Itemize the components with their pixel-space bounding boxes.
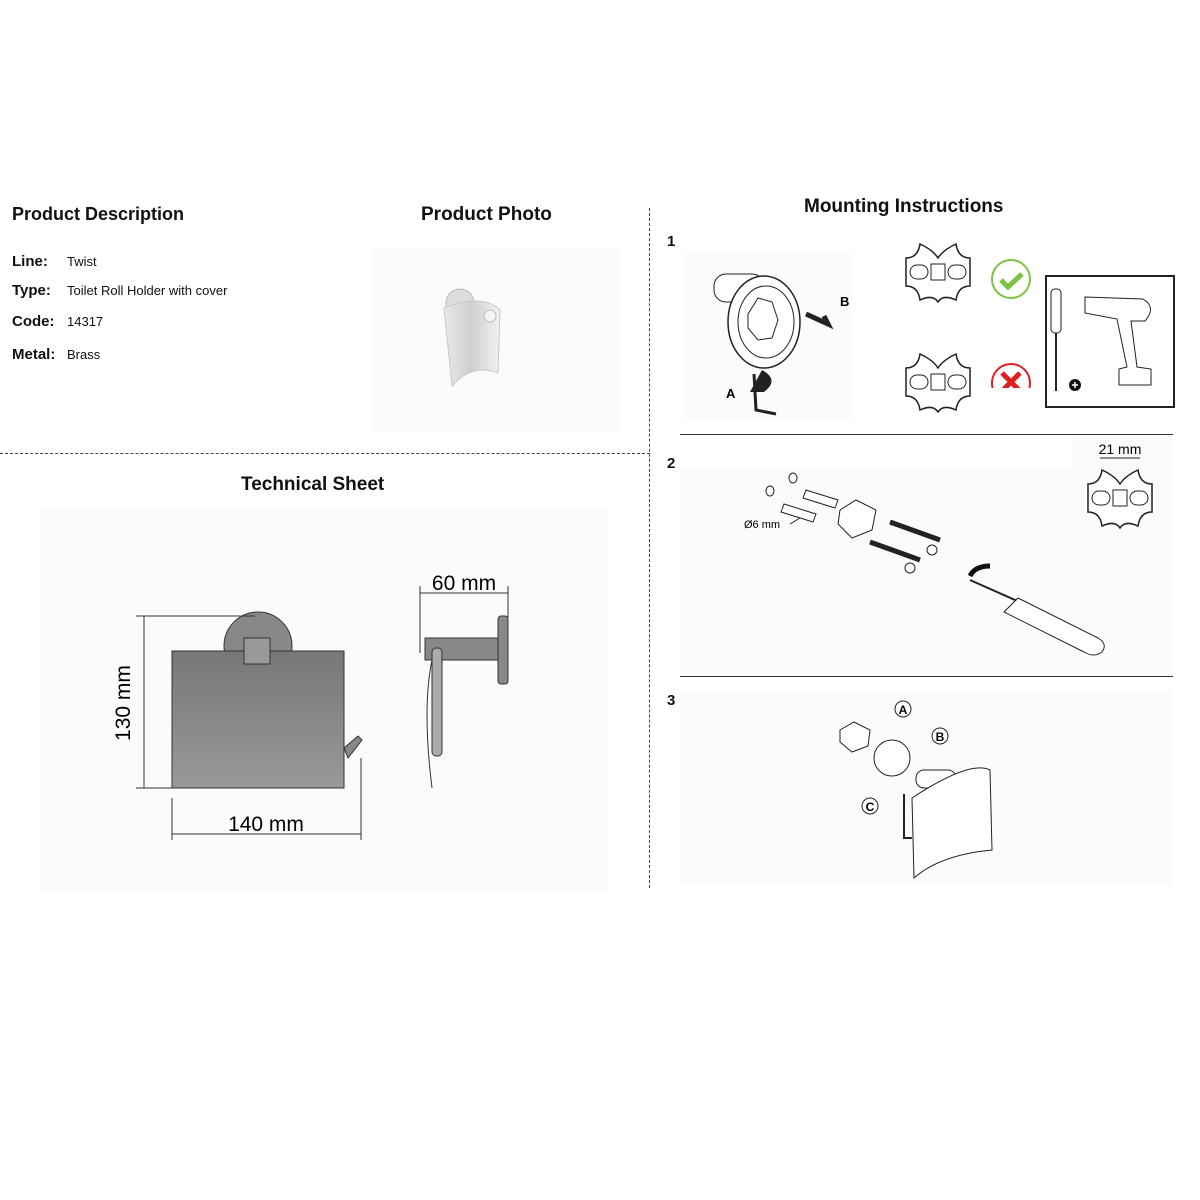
- technical-drawing: 130 mm 140 mm 60 mm: [40, 508, 608, 894]
- field-metal: Metal: Brass: [12, 346, 100, 364]
- plate-wrong-icon: [905, 352, 971, 414]
- technical-sheet-title: Technical Sheet: [241, 474, 385, 495]
- drill-diameter-label: Ø6 mm: [744, 519, 780, 531]
- label-a: A: [726, 386, 736, 401]
- screwdriver-drill-icon: [1050, 288, 1152, 391]
- step3-assembly: A B C: [680, 690, 1173, 885]
- check-icon: [991, 259, 1031, 299]
- field-value: Twist: [67, 254, 97, 269]
- product-photo-title: Product Photo: [421, 204, 552, 225]
- cross-icon: [991, 363, 1031, 388]
- step-number: 3: [667, 692, 676, 709]
- product-photo: [372, 248, 620, 432]
- field-value: 14317: [67, 314, 104, 329]
- spacing-detail: 21 mm: [1072, 436, 1173, 536]
- label-c: C: [866, 800, 875, 814]
- disassembly-drawing: B A: [713, 273, 849, 416]
- orientation-marks: [991, 259, 1031, 388]
- plate-orientation-diagrams: [905, 242, 971, 414]
- field-code: Code: 14317: [12, 313, 103, 331]
- wall-fixing-drawing: Ø6 mm: [744, 472, 1105, 656]
- step1-disassembly: B A: [684, 252, 852, 420]
- label-b: B: [936, 730, 945, 744]
- label-b: B: [840, 294, 849, 309]
- field-value: Toilet Roll Holder with cover: [67, 283, 228, 298]
- step-separator: [680, 676, 1173, 677]
- field-label: Code:: [12, 313, 55, 330]
- field-type: Type: Toilet Roll Holder with cover: [12, 282, 227, 300]
- mounting-title: Mounting Instructions: [804, 196, 1004, 217]
- tools-box: [1045, 275, 1175, 408]
- step-number: 2: [667, 455, 676, 472]
- field-label: Line:: [12, 253, 48, 270]
- plate-correct-icon: [905, 242, 971, 304]
- field-line: Line: Twist: [12, 253, 97, 271]
- assembly-drawing: A B C: [839, 700, 993, 880]
- spacing-label: 21 mm: [1099, 441, 1142, 457]
- plate-spacing-drawing: 21 mm: [1087, 441, 1153, 530]
- field-label: Metal:: [12, 346, 56, 363]
- dim-depth-label: 60 mm: [432, 572, 496, 595]
- dimension-drawing: 130 mm 140 mm 60 mm: [112, 572, 509, 840]
- dim-width-label: 140 mm: [228, 813, 304, 836]
- vertical-divider: [649, 208, 650, 888]
- product-description-title: Product Description: [12, 204, 185, 224]
- dim-height-label: 130 mm: [112, 665, 135, 741]
- field-value: Brass: [67, 347, 101, 362]
- toilet-roll-holder-photo: [443, 288, 501, 388]
- label-a: A: [899, 703, 908, 717]
- step-number: 1: [667, 233, 676, 250]
- field-label: Type:: [12, 282, 51, 299]
- horizontal-divider: [0, 453, 650, 454]
- step-separator: [680, 434, 1173, 435]
